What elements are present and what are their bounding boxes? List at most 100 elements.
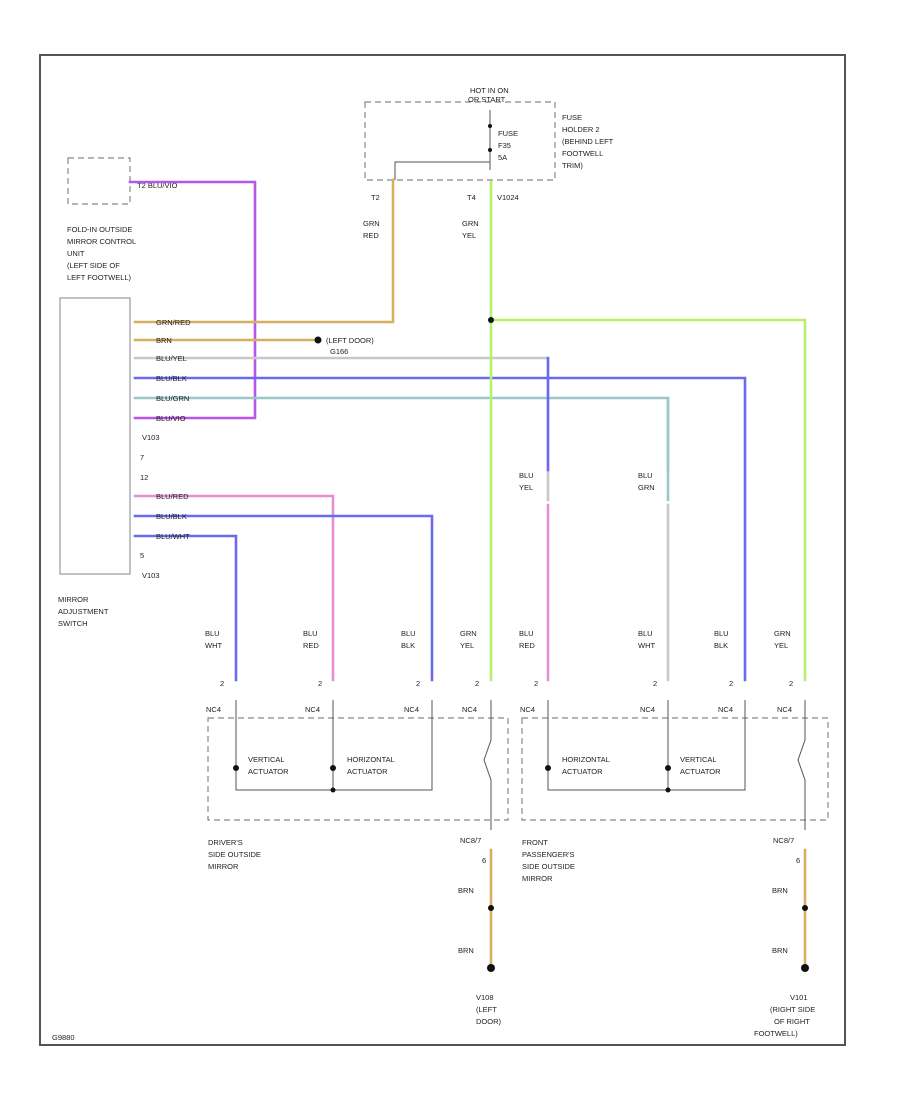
wire-blu-blk [133,514,434,682]
switch-connector: V103 [142,571,160,580]
lower-label-8b: YEL [774,641,788,650]
ground-left-label-2: (LEFT [476,1005,497,1014]
fuse-bus [394,161,490,180]
lower-label-3b: BLK [401,641,415,650]
pass-act2-a: VERTICAL [680,755,717,764]
pass-mirror-label-1: FRONT [522,838,548,847]
lower-label-8a: GRN [774,629,791,638]
top-wire-label-2: BRN [156,336,172,345]
nc-label-5: NC4 [520,705,535,714]
pass-mirror-label-2: PASSENGER'S [522,850,575,859]
nc-label-4: NC4 [462,705,477,714]
ground-brn-right-1: BRN [772,886,788,895]
fuse-label-2: F35 [498,141,511,150]
pin-label-6: 2 [653,679,657,688]
ground-splice-left [488,905,494,911]
lower-label-5b: RED [519,641,535,650]
wire-grn-red [133,178,395,324]
footer-code: G9880 [52,1033,75,1042]
driver-common-node [330,787,336,793]
wire-blu-wht [133,534,238,682]
left-door-label: (LEFT DOOR) [326,336,374,345]
ground-point-left-icon [487,964,495,972]
top-wire-label-5: BLU/GRN [156,394,189,403]
lower-wire-labels: BLU WHT BLU RED BLU BLK GRN YEL BLU RED … [205,629,791,650]
fuse-holder-label-2: HOLDER 2 [562,125,600,134]
green-splice-node [488,317,494,323]
fold-unit-label-2: MIRROR CONTROL [67,237,136,246]
passenger-common-node [665,787,671,793]
ground-right-label-1: V101 [790,993,808,1002]
driver-fold-motor-link [483,700,492,830]
lower-label-6a: BLU [638,629,653,638]
lower-label-1a: BLU [205,629,220,638]
switch-label-1: MIRROR [58,595,89,604]
lower-label-2b: RED [303,641,319,650]
pass-mirror-label-4: MIRROR [522,874,553,883]
pass-label-blu-yel-2: YEL [519,483,533,492]
pass-act2-b: ACTUATOR [680,767,721,776]
wire-grn-yel-right [489,318,807,682]
driver-act1-a: VERTICAL [248,755,285,764]
wire-blu-grn [133,396,670,502]
fold-unit-label-3: UNIT [67,249,85,258]
passenger-mirror-box [521,717,829,821]
ground-nc-left: NC8/7 [460,836,481,845]
ground-right-label-2: (RIGHT SIDE [770,1005,815,1014]
driver-act1-b: ACTUATOR [248,767,289,776]
switch-label-2: ADJUSTMENT [58,607,109,616]
driver-act2-a: HORIZONTAL [347,755,395,764]
driver-mirror-common [235,700,433,791]
pass-mirror-label-3: SIDE OUTSIDE [522,862,575,871]
fuse-holder-box [364,101,556,181]
fuse-pin-b: T4 [467,193,476,202]
ground-right-label-4: FOOTWELL) [754,1029,798,1038]
lower-label-6b: WHT [638,641,655,650]
lower-label-5a: BLU [519,629,534,638]
driver-mirror-label-2: SIDE OUTSIDE [208,850,261,859]
nc-label-3: NC4 [404,705,419,714]
ground-brn-right-2: BRN [772,946,788,955]
ground-pin-left: 6 [482,856,486,865]
wire-blu-blk-top [133,376,747,682]
ground-brn-left-1: BRN [458,886,474,895]
lower-label-4a: GRN [460,629,477,638]
ground-left-label-1: V108 [476,993,494,1002]
switch-wire-label-3: BLU/WHT [156,532,190,541]
fuse-hot-label-2: OR START [468,95,506,104]
ground-brn-left-2: BRN [458,946,474,955]
lower-label-3a: BLU [401,629,416,638]
lower-label-1b: WHT [205,641,222,650]
switch-pin-5: 5 [140,551,144,560]
pass-label-blu-grn-1: BLU [638,471,653,480]
top-wire-label-1: GRN/RED [156,318,191,327]
switch-pin-1: 7 [140,453,144,462]
pin-label-3: 2 [416,679,420,688]
fold-unit-label-5: LEFT FOOTWELL) [67,273,132,282]
mirror-switch-box [59,297,131,575]
ground-left-label-3: DOOR) [476,1017,502,1026]
ground-nc-right: NC8/7 [773,836,794,845]
fuse-holder-label-5: TRIM) [562,161,583,170]
top-wire-label-4: BLU/BLK [156,374,187,383]
pass-label-blu-grn-2: GRN [638,483,655,492]
fuse-node-2 [488,148,492,152]
left-door-ground-node [314,336,322,344]
switch-wire-label-2: BLU/BLK [156,512,187,521]
pin-label-1: 2 [220,679,224,688]
fuse-connector: V1024 [497,193,519,202]
fold-unit-label-1: FOLD-IN OUTSIDE [67,225,132,234]
ground-pin-right: 6 [796,856,800,865]
switch-label-3: SWITCH [58,619,88,628]
passenger-horizontal-actuator-icon [545,765,551,771]
nc-label-2: NC4 [305,705,320,714]
fuse-holder-label-1: FUSE [562,113,582,122]
nc-label-7: NC4 [718,705,733,714]
top-connector-label: V103 [142,433,160,442]
top-wire-label-3: BLU/YEL [156,354,187,363]
pass-label-blu-yel-1: BLU [519,471,534,480]
pin-label-5: 2 [534,679,538,688]
ground-splice-right [802,905,808,911]
wire-label-grn-red-2: RED [363,231,379,240]
